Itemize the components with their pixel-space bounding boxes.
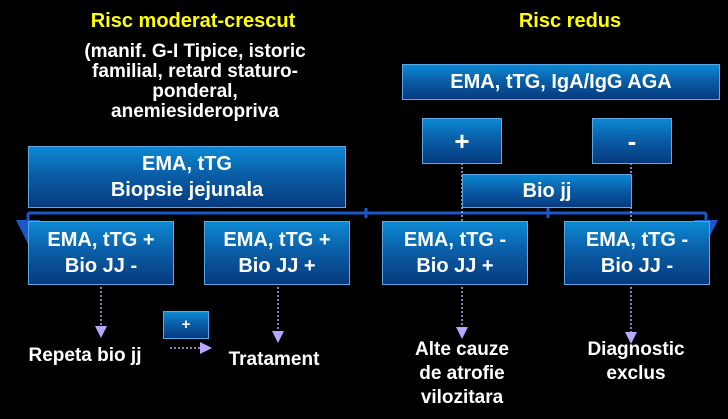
- risk-criteria-line: (manif. G-I Tipice, istoric: [84, 41, 306, 62]
- plus-icon: +: [181, 316, 191, 333]
- risk-criteria: (manif. G-I Tipice, istoric familial, re…: [40, 42, 350, 122]
- outcome-line: de atrofie: [419, 363, 505, 384]
- box-bio-jj: Bio jj: [462, 174, 632, 208]
- minus-icon: -: [627, 126, 637, 156]
- result-line: EMA, tTG +: [47, 229, 155, 251]
- result-line: EMA, tTG -: [585, 229, 689, 251]
- box-positive: +: [422, 118, 502, 164]
- outcome-treatment: Tratament: [228, 349, 320, 370]
- risk-criteria-line: ponderal,: [152, 81, 238, 102]
- box-line: EMA, tTG, IgA/IgG AGA: [450, 71, 672, 93]
- result-box-2: EMA, tTG + Bio JJ +: [204, 221, 350, 285]
- result-box-1: EMA, tTG + Bio JJ -: [28, 221, 174, 285]
- outcome-diagnosis-excluded: Diagnostic exclus: [568, 338, 704, 386]
- outcome-line: Diagnostic: [587, 339, 685, 360]
- outcome-other-causes: Alte cauze de atrofie vilozitara: [384, 338, 540, 410]
- result-box-3: EMA, tTG - Bio JJ +: [382, 221, 528, 285]
- box-negative: -: [592, 118, 672, 164]
- outcome-line: vilozitara: [420, 387, 504, 408]
- title-moderate-high-risk: Risc moderat-crescut: [90, 10, 296, 32]
- result-line: Bio JJ -: [600, 255, 674, 277]
- box-line: EMA, tTG: [142, 153, 232, 175]
- risk-criteria-line: familial, retard staturo-: [92, 61, 298, 82]
- box-ema-ttg-biopsy: EMA, tTG Biopsie jejunala: [28, 146, 346, 208]
- outcome-line: exclus: [606, 363, 666, 384]
- box-line: Biopsie jejunala: [110, 179, 264, 201]
- title-low-risk: Risc redus: [518, 10, 622, 32]
- result-line: Bio JJ -: [64, 255, 138, 277]
- box-plus-small: +: [163, 311, 209, 339]
- risk-criteria-line: anemiesideropriva: [111, 101, 279, 122]
- result-line: EMA, tTG +: [223, 229, 331, 251]
- result-line: Bio JJ +: [238, 255, 316, 277]
- plus-icon: +: [454, 126, 470, 156]
- outcome-repeat-biopsy: Repeta bio jj: [28, 345, 142, 366]
- box-line: Bio jj: [522, 180, 572, 202]
- result-box-4: EMA, tTG - Bio JJ -: [564, 221, 710, 285]
- result-line: Bio JJ +: [416, 255, 494, 277]
- outcome-line: Alte cauze: [415, 339, 509, 360]
- result-line: EMA, tTG -: [403, 229, 507, 251]
- box-ema-ttg-aga: EMA, tTG, IgA/IgG AGA: [402, 64, 720, 100]
